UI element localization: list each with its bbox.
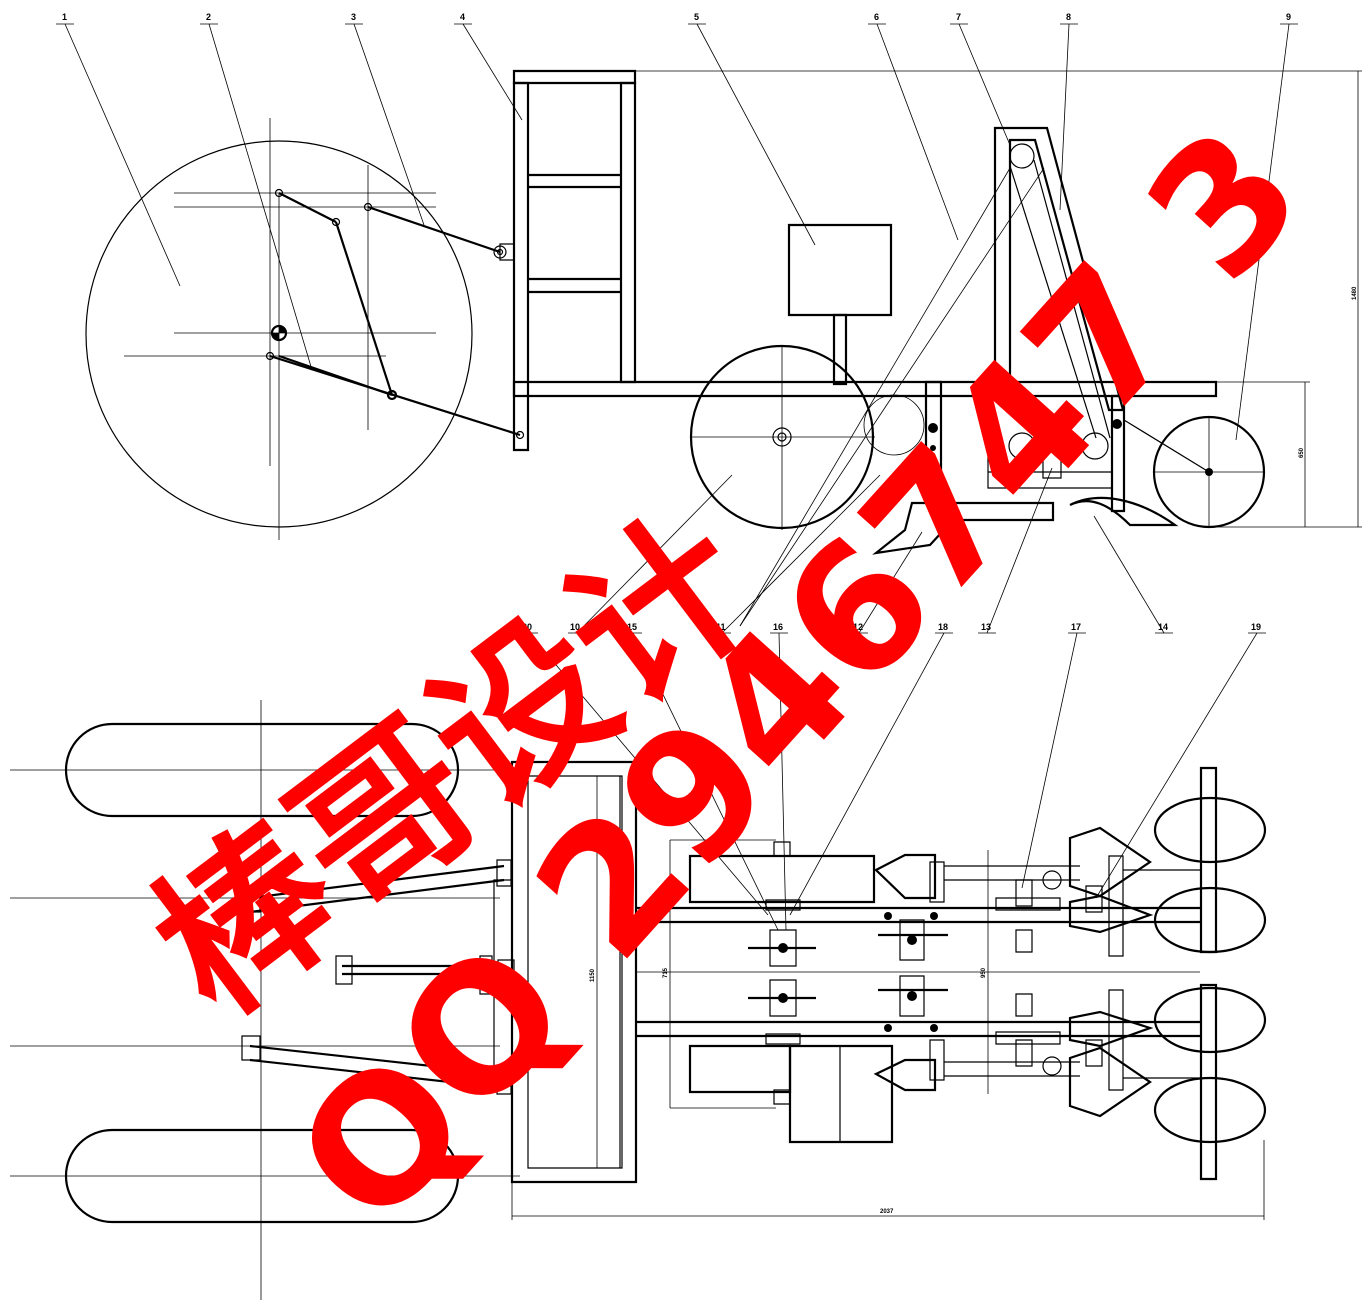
- dim-overall-height: 1480: [1352, 286, 1358, 300]
- dim-frame-height: 650: [1299, 447, 1305, 458]
- balloon-1: 1: [62, 12, 67, 22]
- watermark: 棒哥设计 QQ 2946747 3: [119, 92, 1342, 1263]
- dim-frame-width: 1150: [590, 968, 596, 982]
- balloon-20: 20: [522, 622, 532, 632]
- balloon-10: 10: [570, 622, 580, 632]
- balloon-11: 11: [716, 622, 726, 632]
- hoppers-top: [670, 840, 892, 1142]
- top-view: 2037 1150 715 950: [10, 700, 1265, 1300]
- main-frame: [494, 71, 1216, 450]
- frame-top: [512, 762, 1200, 1182]
- furrow-opener: [876, 382, 1175, 553]
- balloon-8: 8: [1066, 12, 1071, 22]
- dim-overall-length: 2037: [880, 1209, 894, 1215]
- balloon-6: 6: [874, 12, 879, 22]
- balloon-16: 16: [773, 622, 783, 632]
- balloon-2: 2: [206, 12, 211, 22]
- balloon-19: 19: [1251, 622, 1261, 632]
- balloon-12: 12: [853, 622, 863, 632]
- balloon-15: 15: [627, 622, 637, 632]
- balloon-17: 17: [1071, 622, 1081, 632]
- press-wheel: [1124, 417, 1264, 527]
- mast: [995, 128, 1123, 438]
- balloon-5: 5: [694, 12, 699, 22]
- side-dimensions: 1480 650: [635, 71, 1362, 527]
- dim-inner-width: 715: [663, 967, 669, 978]
- balloon-9: 9: [1286, 12, 1291, 22]
- balloon-18: 18: [938, 622, 948, 632]
- balloon-7: 7: [956, 12, 961, 22]
- top-dimensions: 2037 1150 715 950: [512, 850, 1264, 1220]
- balloon-3: 3: [351, 12, 356, 22]
- side-view: 1480 650: [86, 71, 1362, 553]
- balloon-labels: 1 2 3 4 5 6 7 8 9 20 10 15 11 16 12 18 1…: [62, 12, 1291, 632]
- balloon-leaders: [56, 24, 1298, 930]
- openers-top: [876, 855, 1080, 1090]
- drive-disc: [86, 118, 520, 540]
- balloon-14: 14: [1158, 622, 1168, 632]
- dim-track-width: 950: [981, 967, 987, 978]
- meter-shafts: [748, 900, 948, 1044]
- ground-wheel: [690, 345, 924, 530]
- press-wheels-top: [1070, 768, 1265, 1179]
- balloon-13: 13: [981, 622, 991, 632]
- seed-box: [789, 225, 891, 384]
- balloon-4: 4: [460, 12, 465, 22]
